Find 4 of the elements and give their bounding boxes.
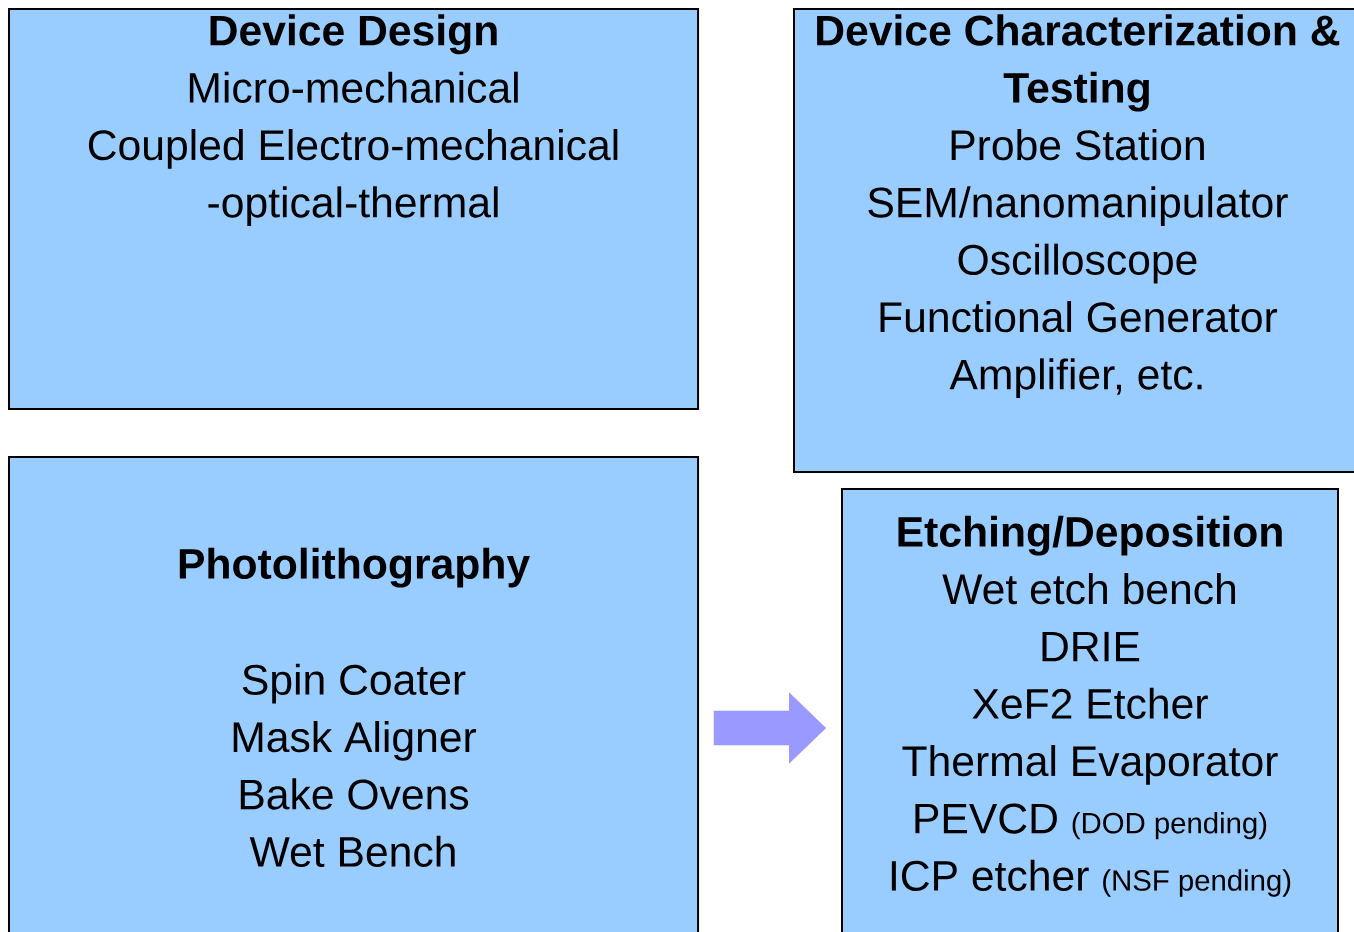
text-box: Photolithography Spin Coater Mask Aligner Bake Ovens Wet Bench [8,456,700,932]
text-box: Device Characterization & Testing Probe Station SEM/nanomanipulator Oscilloscope Functional Generator Amplifier, etc. [793,8,1354,473]
text-box: Etching/Deposition Wet etch bench DRIE XeF2 Etcher Thermal Evaporator PEVCD (DOD pending) ICP etcher (NSF pending) [841,488,1339,932]
text-box: Device Design Micro-mechanical Coupled Electro-mechanical -optical-thermal [8,8,700,410]
